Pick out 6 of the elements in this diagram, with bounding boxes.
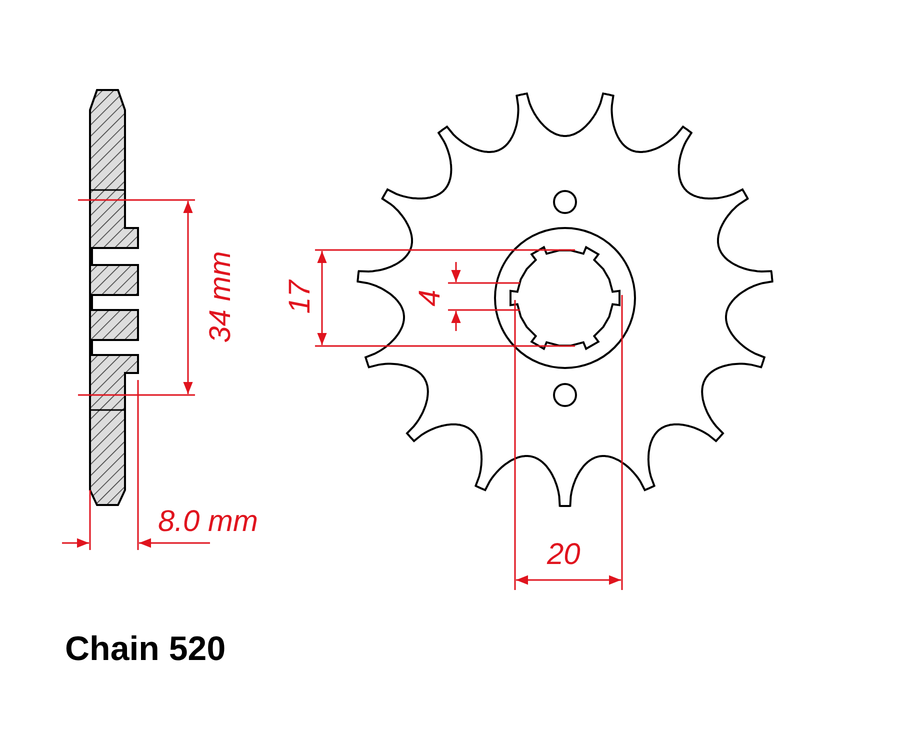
chain-size-label: Chain 520 [65,632,226,666]
dimension-label: 34 mm [206,251,236,343]
dimension-label: 17 [286,280,316,314]
dimension-label: 20 [547,540,580,570]
dimension-label: 8.0 mm [158,507,258,537]
dimension-label: 4 [415,290,446,306]
